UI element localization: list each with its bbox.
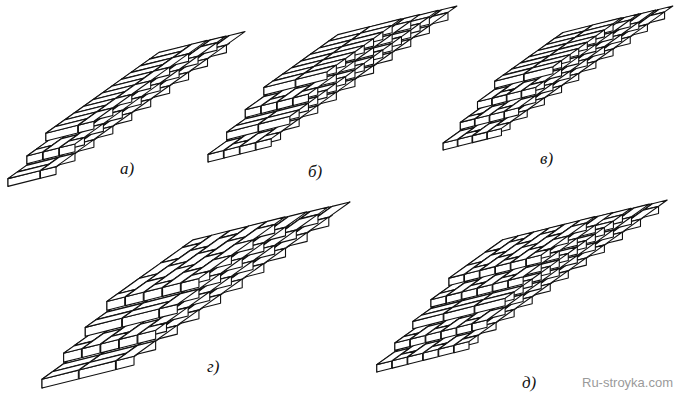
brick-face	[495, 68, 532, 81]
brick	[64, 341, 92, 362]
brick	[524, 61, 561, 81]
brick-face	[64, 341, 92, 353]
brick	[478, 86, 509, 109]
brick-face	[443, 127, 474, 143]
brick-face	[235, 225, 274, 245]
brick-face	[192, 256, 231, 276]
brick	[46, 119, 87, 141]
brick	[27, 146, 52, 164]
brick	[259, 110, 299, 132]
brick-face	[478, 86, 509, 102]
brick-face	[107, 290, 135, 302]
brick	[245, 93, 279, 117]
masonry-fragment	[42, 202, 350, 388]
brick-face	[125, 277, 164, 297]
brick	[42, 363, 89, 388]
brick-face	[173, 40, 207, 57]
brick	[296, 65, 336, 87]
brick-face	[8, 164, 49, 178]
brick	[122, 302, 169, 327]
masonry-fragment	[377, 200, 667, 372]
masonry-fragment	[208, 6, 457, 162]
brick	[443, 127, 474, 150]
brick-face	[116, 81, 150, 98]
brick	[460, 113, 482, 129]
brick	[208, 138, 242, 162]
masonry-fragment	[8, 32, 245, 187]
brick-face	[524, 61, 561, 74]
brick-face	[245, 93, 279, 110]
brick	[8, 164, 49, 186]
brick-face	[78, 108, 112, 125]
brick-face	[85, 311, 132, 328]
brick	[85, 311, 132, 336]
brick	[264, 73, 304, 95]
brick-face	[42, 363, 89, 380]
brick-face	[97, 94, 131, 111]
brick	[495, 68, 532, 88]
brick	[227, 118, 267, 140]
brick-face	[135, 67, 169, 84]
brick-face	[460, 113, 482, 122]
brick-face	[46, 119, 87, 133]
brick-face	[214, 240, 253, 260]
brick-face	[296, 65, 336, 79]
brick-face	[264, 73, 304, 87]
brick-face	[208, 138, 242, 155]
brick-face	[154, 54, 188, 71]
brick	[79, 353, 126, 378]
brick	[107, 290, 135, 311]
brick-face	[163, 268, 202, 288]
brick-face	[227, 118, 267, 132]
brick-face	[27, 146, 52, 156]
masonry-fragment	[443, 6, 673, 150]
